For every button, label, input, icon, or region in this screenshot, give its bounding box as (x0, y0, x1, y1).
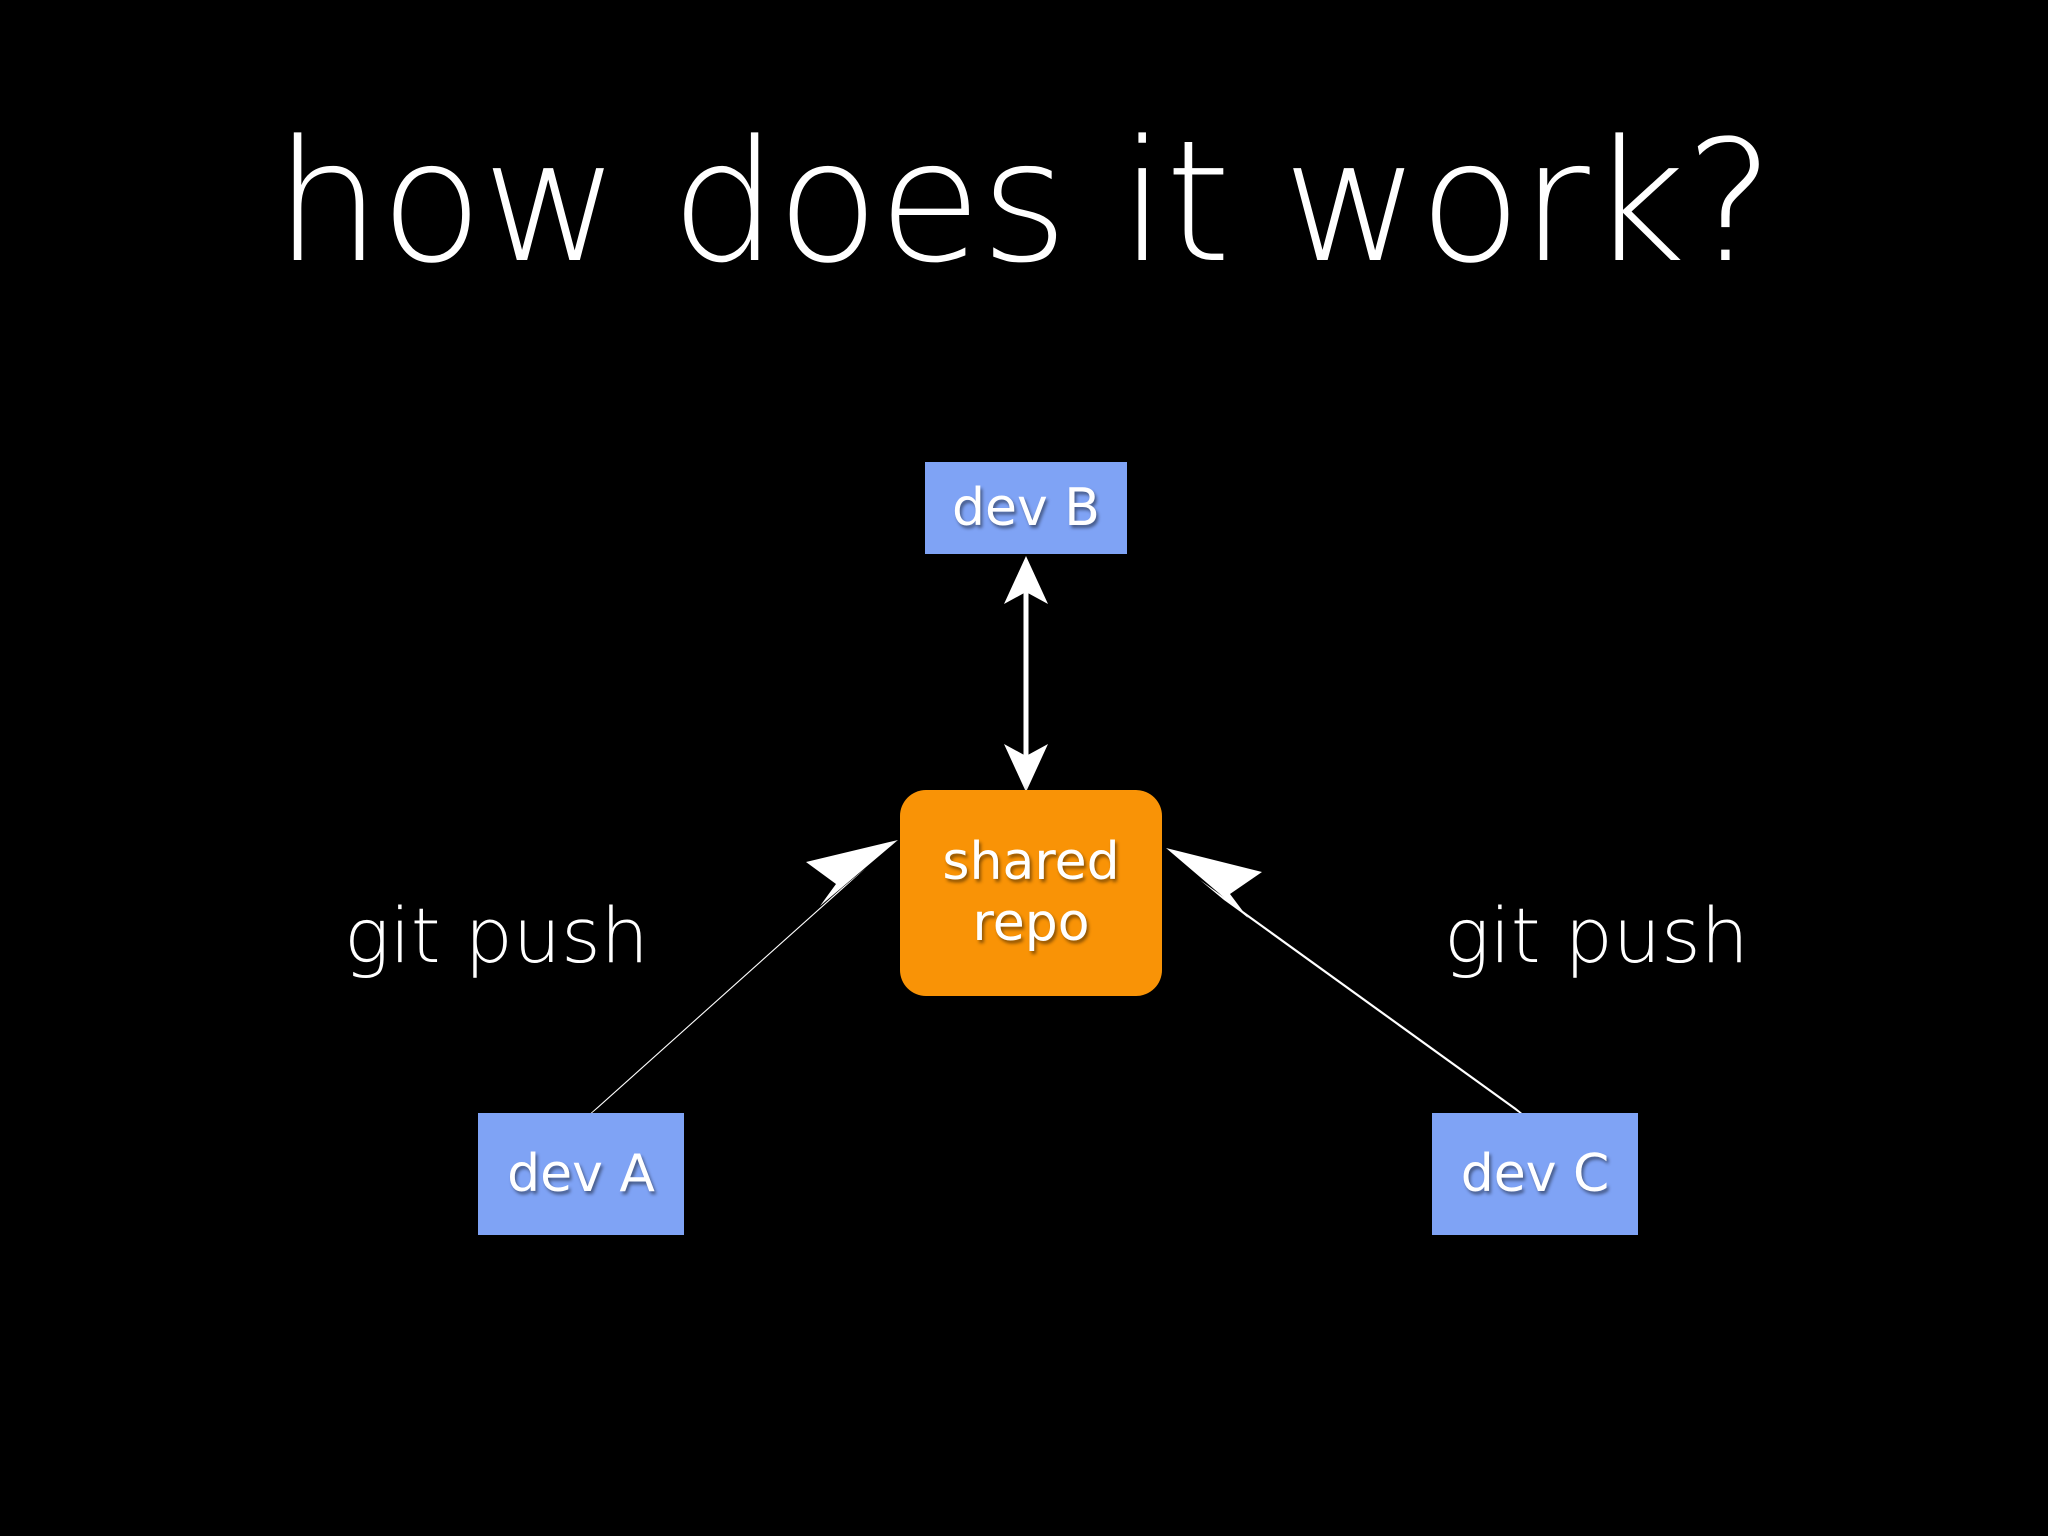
node-dev-c[interactable]: dev C (1432, 1113, 1638, 1235)
node-dev-a-label: dev A (507, 1144, 655, 1204)
node-shared-repo-label-line1: shared (942, 831, 1120, 892)
arrow-dev-b-repo (1004, 556, 1048, 792)
node-dev-a[interactable]: dev A (478, 1113, 684, 1235)
node-shared-repo-label-line2: repo (972, 893, 1090, 953)
arrow-dev-a-repo (574, 840, 898, 1128)
node-shared-repo-label: shared repo (942, 832, 1119, 955)
node-dev-b-label: dev B (952, 478, 1100, 538)
node-dev-b[interactable]: dev B (925, 462, 1127, 554)
node-shared-repo[interactable]: shared repo (900, 790, 1162, 996)
arrow-up-icon (1004, 556, 1048, 604)
arrow-down-icon (1004, 744, 1048, 792)
page-title: how does it work? (274, 104, 1774, 300)
arrow-dev-c-repo (1166, 848, 1540, 1128)
arrow-up-right-icon (806, 840, 898, 906)
arrow-up-left-icon (1166, 848, 1262, 918)
node-dev-c-label: dev C (1460, 1144, 1610, 1204)
edge-label-git-push-left: git push (344, 891, 649, 980)
edge-label-git-push-right: git push (1444, 891, 1749, 980)
